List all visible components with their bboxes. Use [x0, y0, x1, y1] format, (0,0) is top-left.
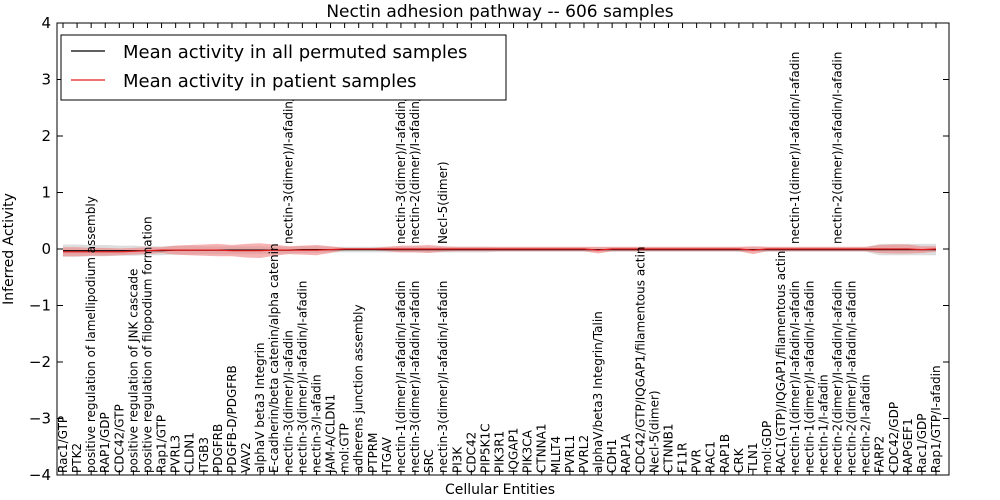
- x-tick-label: nectin-1(dimer)/I-afadin/I-afadin: [802, 281, 816, 473]
- y-axis-label: Inferred Activity: [1, 193, 17, 305]
- plot-frame: [56, 22, 950, 476]
- x-tick-label: F11R: [676, 442, 690, 473]
- x-tick-label: alphaV/beta3 Integrin/Talin: [591, 311, 605, 473]
- x-tick-label: RAP1B: [718, 434, 732, 473]
- x-tick-label: nectin-1(dimer)/I-afadin/I-afadin: [394, 281, 408, 473]
- x-tick-label: positive regulation of JNK cascade: [126, 269, 140, 473]
- x-tick-label: RAC1(GTP)/IQGAP1/filamentous actin: [774, 251, 788, 473]
- legend: Mean activity in all permuted samples Me…: [60, 34, 507, 101]
- y-tick-label: −1: [29, 297, 51, 315]
- x-tick-label: PTPRM: [366, 433, 380, 474]
- x-tick-label: ITGAV: [380, 436, 394, 473]
- x-tick-label: nectin-2(dimer)/I-afadin/I-afadin: [830, 281, 844, 473]
- x-tick-label: IQGAP1: [507, 428, 521, 473]
- legend-label-permuted: Mean activity in all permuted samples: [123, 42, 467, 63]
- x-tick-label: PDGFB-D/PDGFRB: [225, 365, 239, 473]
- x-tick-label: PIK3R1: [493, 431, 507, 473]
- x-tick-label: FARP2: [873, 436, 887, 473]
- x-tick-label-upper: nectin-2(dimer)/I-afadin/I-afadin: [830, 52, 844, 244]
- confidence-bands: [63, 243, 936, 258]
- x-tick-label: CTNNA1: [535, 423, 549, 473]
- x-tick-label: nectin-3(dimer)/I-afadin: [281, 330, 295, 473]
- x-tick-label: MLLT4: [549, 436, 563, 473]
- x-tick-label: CDC42/GDP: [887, 402, 901, 473]
- line-patient: [63, 248, 937, 253]
- x-tick-label: CLDN1: [183, 432, 197, 473]
- x-tick-label: nectin-3(dimer)/I-afadin/I-afadin: [408, 281, 422, 473]
- x-tick-label: positive regulation of lamellipodium ass…: [84, 196, 98, 473]
- x-tick-label: CRK: [732, 447, 746, 473]
- x-tick-label: Rac1/GDP: [915, 414, 929, 473]
- x-tick-label: nectin-2/I-afadin: [859, 374, 873, 473]
- x-tick-label: ITGB3: [197, 437, 211, 473]
- x-tick-label: CDC42/GTP/IQGAP1/filamentous actin: [633, 247, 647, 473]
- y-tick-label: 4: [41, 14, 51, 32]
- x-tick-label: mol:GDP: [760, 421, 774, 473]
- x-tick-label: RAPGEF1: [901, 418, 915, 473]
- series-lines: [63, 248, 937, 253]
- y-tick-label: 2: [41, 127, 51, 145]
- x-tick-label: positive regulation of filopodium format…: [141, 216, 155, 473]
- x-axis-label: Cellular Entities: [445, 482, 555, 498]
- x-tick-label: PTK2: [70, 443, 84, 473]
- y-tick-label: 1: [41, 184, 51, 202]
- x-tick-label: JAM-A/CLDN1: [324, 394, 338, 474]
- y-tick-label: −4: [29, 466, 51, 484]
- x-tick-label: CDC42: [464, 432, 478, 473]
- band-patient: [63, 243, 936, 258]
- x-tick-label: E-cadherin/beta catenin/alpha catenin: [267, 243, 281, 473]
- x-tick-label: nectin-3/I-afadin: [310, 374, 324, 473]
- y-tick-label: 0: [41, 240, 51, 258]
- x-tick-label: PVRL1: [563, 435, 577, 473]
- x-tick-label: RAP1/GDP: [98, 412, 112, 473]
- x-tick-label: mol:GTP: [338, 423, 352, 473]
- x-tick-label: PDGFRB: [211, 424, 225, 473]
- x-tick-label: PIP5K1C: [478, 423, 492, 473]
- x-tick-label: SRC: [422, 449, 436, 473]
- x-tick-label: CDC42/GTP: [112, 404, 126, 473]
- x-tick-label: TLN1: [746, 442, 760, 474]
- x-tick-label: nectin-2(dimer)/I-afadin/I-afadin: [845, 281, 859, 473]
- legend-box: [60, 34, 507, 101]
- x-tick-label: CTNNB1: [662, 423, 676, 473]
- x-tick-label: VAV2: [239, 442, 253, 473]
- x-tick-label: PVR: [690, 449, 704, 473]
- x-tick-label: Rac1/GTP: [56, 416, 70, 473]
- x-tick-label: PVRL2: [577, 435, 591, 473]
- x-tick-label: PVRL3: [169, 435, 183, 473]
- x-tick-label: Rap1/GTP/I-afadin: [929, 365, 943, 473]
- x-tick-label: RAC1: [704, 441, 718, 473]
- y-tick-label: −2: [29, 353, 51, 371]
- legend-label-patient: Mean activity in patient samples: [123, 71, 417, 92]
- x-axis: [62, 23, 937, 475]
- y-tick-label: −3: [29, 410, 51, 428]
- x-tick-label: RAP1A: [619, 433, 633, 473]
- x-tick-label: PIK3CA: [521, 429, 535, 473]
- x-tick-label: adherens junction assembly: [352, 304, 366, 473]
- chart-title: Nectin adhesion pathway -- 606 samples: [326, 2, 673, 22]
- x-tick-label: alphaV beta3 Integrin: [253, 342, 267, 473]
- x-tick-label: Rap1/GTP: [155, 415, 169, 473]
- x-tick-label: Necl-5(dimer): [647, 390, 661, 473]
- x-tick-label: nectin-3(dimer)/I-afadin/I-afadin: [295, 281, 309, 473]
- x-tick-label: CDH1: [605, 439, 619, 473]
- y-tick-label: 3: [41, 71, 51, 89]
- x-tick-label-upper: Necl-5(dimer): [436, 161, 450, 244]
- x-tick-label: nectin-3(dimer)/I-afadin/I-afadin: [436, 281, 450, 473]
- x-tick-label: PI3K: [450, 446, 464, 473]
- y-axis: −4 −3 −2 −1 0 1 2 3 4: [29, 14, 949, 484]
- x-tick-label: nectin-1(dimer)/I-afadin/I-afadin: [788, 281, 802, 473]
- x-tick-label: nectin-1/I-afadin: [816, 374, 830, 473]
- x-tick-label-upper: nectin-1(dimer)/I-afadin/I-afadin: [788, 52, 802, 244]
